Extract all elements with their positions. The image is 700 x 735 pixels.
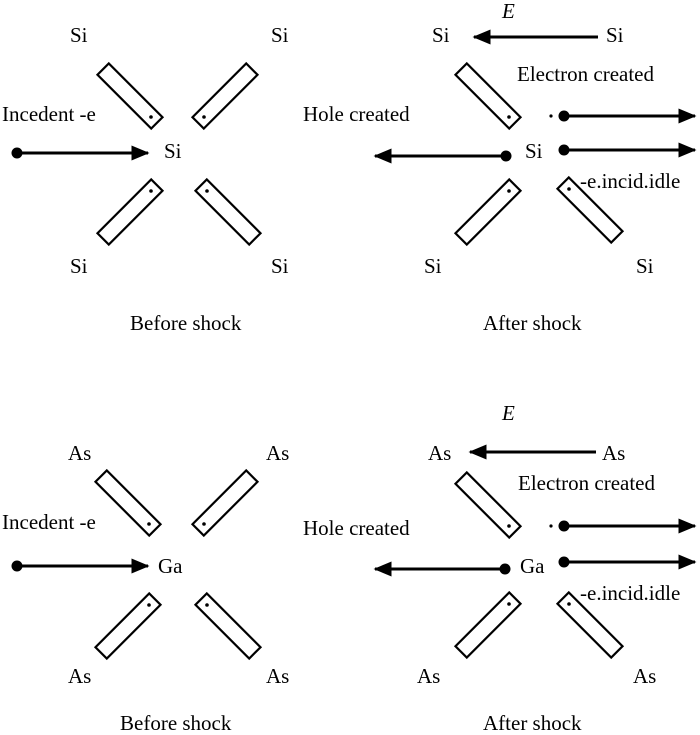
field-label: E: [501, 401, 515, 425]
bond-bottom-left: [93, 591, 163, 661]
corner-atom-top-left: As: [68, 441, 91, 465]
corner-atom-bottom-right: Si: [636, 254, 654, 278]
incident-electron-arrow: [11, 145, 150, 161]
corner-atom-bottom-left: As: [68, 664, 91, 688]
incident-electron-label: Incedent -e: [2, 102, 96, 126]
electron-created-arrow: [549, 518, 697, 534]
electron-created-label: Electron created: [518, 471, 655, 495]
corner-atom-top-left: Si: [432, 23, 450, 47]
caption: After shock: [483, 711, 582, 735]
idle-electron-arrow: [558, 554, 697, 570]
bond-top-right: [190, 468, 260, 538]
center-atom: Si: [164, 139, 182, 163]
corner-atom-top-right: As: [266, 441, 289, 465]
hole-created-arrow: [373, 561, 511, 577]
bond-top-left: [95, 61, 165, 131]
idle-electron-label: -e.incid.idle: [580, 169, 680, 193]
idle-electron-arrow: [558, 142, 697, 158]
caption: Before shock: [130, 311, 242, 335]
bond-top-left: [93, 468, 163, 538]
corner-atom-top-right: As: [602, 441, 625, 465]
corner-atom-bottom-right: As: [266, 664, 289, 688]
panel-si-before: Si Si Si Si Si Incedent -e Before shock: [2, 23, 289, 335]
bond-top-left: [453, 470, 523, 540]
center-atom: Ga: [158, 554, 183, 578]
idle-electron-label: -e.incid.idle: [580, 581, 680, 605]
bond-bottom-left: [453, 590, 523, 660]
panel-gaas-before: As As As As Ga Incedent -e Before shock: [2, 441, 289, 735]
hole-created-label: Hole created: [303, 516, 410, 540]
corner-atom-top-left: Si: [70, 23, 88, 47]
incident-electron-arrow: [11, 558, 150, 574]
bond-bottom-right: [193, 177, 263, 247]
bond-bottom-right: [193, 591, 263, 661]
corner-atom-bottom-right: As: [633, 664, 656, 688]
center-atom: Si: [525, 139, 543, 163]
corner-atom-bottom-right: Si: [271, 254, 289, 278]
electron-created-arrow: [549, 108, 697, 124]
corner-atom-bottom-left: As: [417, 664, 440, 688]
hole-created-arrow: [373, 148, 512, 164]
caption: Before shock: [120, 711, 232, 735]
center-atom: Ga: [520, 554, 545, 578]
caption: After shock: [483, 311, 582, 335]
bond-bottom-left: [453, 177, 523, 247]
corner-atom-bottom-left: Si: [424, 254, 442, 278]
bond-top-left: [453, 61, 523, 131]
field-label: E: [501, 0, 515, 23]
corner-atom-bottom-left: Si: [70, 254, 88, 278]
corner-atom-top-right: Si: [271, 23, 289, 47]
bond-bottom-right: [555, 590, 625, 660]
panel-si-after: E Si Si Si Si Si Electron created Hole c…: [303, 0, 697, 335]
hole-created-label: Hole created: [303, 102, 410, 126]
incident-electron-label: Incedent -e: [2, 510, 96, 534]
corner-atom-top-right: Si: [606, 23, 624, 47]
panel-gaas-after: E As As As As Ga Electron created Hole c…: [303, 401, 697, 735]
corner-atom-top-left: As: [428, 441, 451, 465]
electron-created-label: Electron created: [517, 62, 654, 86]
bond-bottom-left: [95, 177, 165, 247]
bond-bottom-right: [555, 175, 625, 245]
bond-top-right: [190, 61, 260, 131]
